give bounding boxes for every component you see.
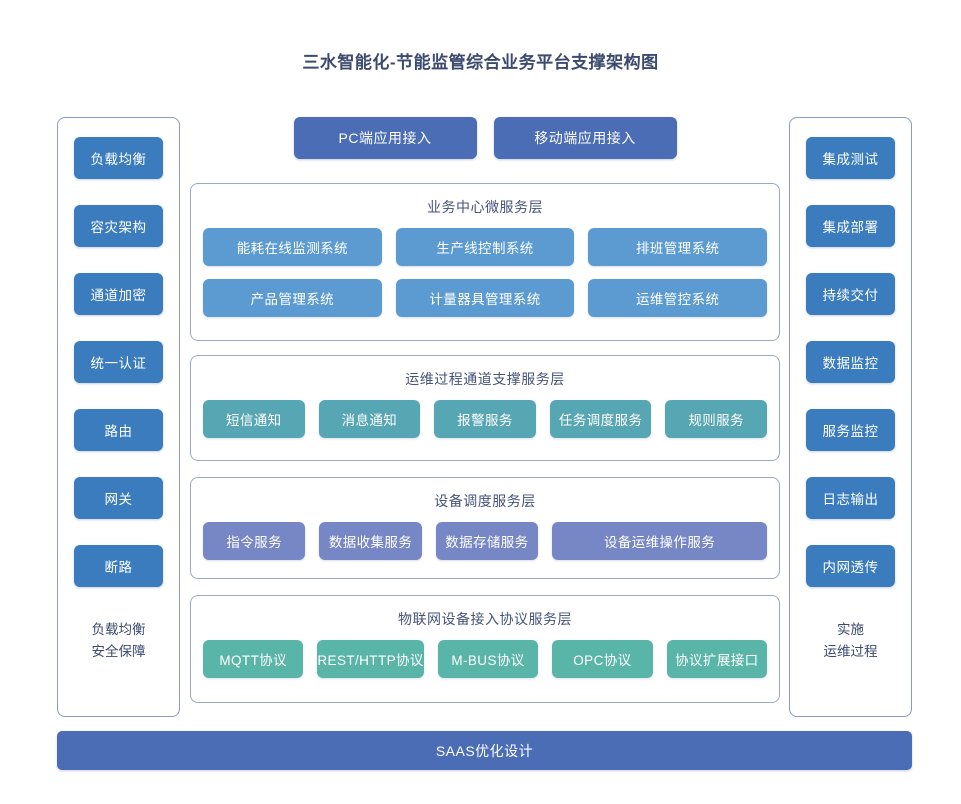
chip-rest-http-protocol[interactable]: REST/HTTP协议 (317, 640, 424, 678)
chip-product-management-system[interactable]: 产品管理系统 (203, 279, 382, 317)
layer-business-center-row-2: 产品管理系统 计量器具管理系统 运维管控系统 (203, 279, 768, 317)
layer-business-center-row-1: 能耗在线监测系统 生产线控制系统 排班管理系统 (203, 228, 768, 266)
chip-metering-device-management-system[interactable]: 计量器具管理系统 (395, 279, 575, 317)
sidebar-item-service-monitoring[interactable]: 服务监控 (806, 409, 895, 451)
layer-device-scheduling-title: 设备调度服务层 (434, 493, 536, 509)
layer-ops-channel-support: 运维过程通道支撑服务层 短信通知 消息通知 报警服务 任务调度服务 规则服务 (190, 355, 780, 461)
layer-business-center-title: 业务中心微服务层 (427, 199, 543, 215)
left-sidebar-footer: 负载均衡 安全保障 (92, 619, 146, 663)
sidebar-item-log-output[interactable]: 日志输出 (806, 477, 895, 519)
layer-device-scheduling-row-1: 指令服务 数据收集服务 数据存储服务 设备运维操作服务 (203, 522, 768, 560)
left-sidebar: 负载均衡 容灾架构 通道加密 统一认证 路由 网关 断路 负载均衡 安全保障 (57, 117, 180, 717)
layer-business-center: 业务中心微服务层 能耗在线监测系统 生产线控制系统 排班管理系统 产品管理系统 … (190, 183, 780, 341)
chip-sms-notification[interactable]: 短信通知 (203, 400, 305, 438)
chip-data-collection-service[interactable]: 数据收集服务 (319, 522, 422, 560)
left-sidebar-footer-line2: 安全保障 (91, 644, 146, 659)
sidebar-item-integration-test[interactable]: 集成测试 (806, 137, 895, 179)
sidebar-item-circuit-breaker[interactable]: 断路 (74, 545, 163, 587)
chip-alarm-service[interactable]: 报警服务 (434, 400, 536, 438)
right-sidebar-footer: 实施 运维过程 (824, 619, 878, 663)
sidebar-item-routing[interactable]: 路由 (74, 409, 163, 451)
chip-mbus-protocol[interactable]: M-BUS协议 (437, 640, 539, 678)
sidebar-item-data-monitoring[interactable]: 数据监控 (806, 341, 895, 383)
access-button-row: PC端应用接入 移动端应用接入 (190, 117, 780, 159)
right-sidebar-footer-line2: 运维过程 (823, 644, 878, 659)
right-sidebar: 集成测试 集成部署 持续交付 数据监控 服务监控 日志输出 内网透传 实施 运维… (789, 117, 912, 717)
chip-ops-control-system[interactable]: 运维管控系统 (588, 279, 768, 317)
layer-iot-protocol-access-row-1: MQTT协议 REST/HTTP协议 M-BUS协议 OPC协议 协议扩展接口 (203, 640, 768, 678)
layer-iot-protocol-access: 物联网设备接入协议服务层 MQTT协议 REST/HTTP协议 M-BUS协议 … (190, 595, 780, 703)
sidebar-item-channel-encryption[interactable]: 通道加密 (74, 273, 163, 315)
right-sidebar-footer-line1: 实施 (837, 622, 864, 637)
sidebar-item-continuous-delivery[interactable]: 持续交付 (806, 273, 895, 315)
sidebar-item-load-balance[interactable]: 负载均衡 (74, 137, 163, 179)
page-title: 三水智能化-节能监管综合业务平台支撑架构图 (302, 53, 659, 72)
sidebar-item-intranet-passthrough[interactable]: 内网透传 (806, 545, 895, 587)
chip-opc-protocol[interactable]: OPC协议 (552, 640, 653, 678)
sidebar-item-integration-deploy[interactable]: 集成部署 (806, 205, 895, 247)
chip-protocol-extension-interface[interactable]: 协议扩展接口 (666, 640, 768, 678)
mobile-access-button[interactable]: 移动端应用接入 (493, 117, 677, 159)
chip-data-storage-service[interactable]: 数据存储服务 (435, 522, 539, 560)
sidebar-item-disaster-recovery[interactable]: 容灾架构 (74, 205, 163, 247)
chip-task-scheduling-service[interactable]: 任务调度服务 (549, 400, 652, 438)
left-sidebar-footer-line1: 负载均衡 (91, 622, 146, 637)
chip-production-line-control-system[interactable]: 生产线控制系统 (395, 228, 575, 266)
pc-access-button[interactable]: PC端应用接入 (293, 117, 477, 159)
chip-device-ops-operation-service[interactable]: 设备运维操作服务 (552, 522, 768, 560)
chip-message-notification[interactable]: 消息通知 (318, 400, 421, 438)
chip-command-service[interactable]: 指令服务 (203, 522, 306, 560)
chip-shift-management-system[interactable]: 排班管理系统 (588, 228, 768, 266)
center-column: PC端应用接入 移动端应用接入 业务中心微服务层 能耗在线监测系统 生产线控制系… (190, 117, 780, 717)
chip-mqtt-protocol[interactable]: MQTT协议 (203, 640, 304, 678)
sidebar-item-gateway[interactable]: 网关 (74, 477, 163, 519)
layer-iot-protocol-access-title: 物联网设备接入协议服务层 (398, 611, 572, 627)
sidebar-item-unified-auth[interactable]: 统一认证 (74, 341, 163, 383)
saas-optimization-bar[interactable]: SAAS优化设计 (57, 731, 912, 770)
layer-ops-channel-support-row-1: 短信通知 消息通知 报警服务 任务调度服务 规则服务 (203, 400, 767, 438)
layer-ops-channel-support-title: 运维过程通道支撑服务层 (405, 371, 565, 387)
layer-device-scheduling: 设备调度服务层 指令服务 数据收集服务 数据存储服务 设备运维操作服务 (190, 477, 780, 579)
chip-rule-service[interactable]: 规则服务 (665, 400, 767, 438)
chip-energy-monitoring-system[interactable]: 能耗在线监测系统 (203, 228, 382, 266)
